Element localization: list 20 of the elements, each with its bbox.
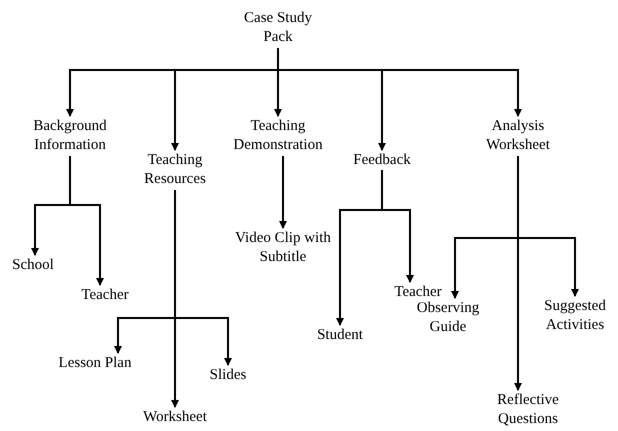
arrow	[277, 48, 522, 117]
node-label: Analysis Worksheet	[473, 116, 563, 156]
node-label: Teaching Resources	[125, 150, 225, 190]
node-label: Teaching Demonstration	[223, 116, 333, 156]
node-label: Slides	[203, 365, 253, 385]
node-label: Video Clip with Subtitle	[233, 228, 333, 268]
node-label: School	[3, 255, 63, 275]
node-label: Lesson Plan	[50, 353, 140, 373]
arrow	[171, 190, 179, 408]
node-label: Suggested Activities	[535, 296, 615, 336]
arrow	[514, 156, 522, 391]
node-label: Case Study Pack	[233, 8, 323, 48]
node-label: Background Information	[15, 116, 125, 156]
node-label: Reflective Questions	[483, 390, 573, 430]
node-label: Feedback	[342, 150, 422, 170]
arrow	[279, 156, 287, 229]
node-label: Student	[308, 325, 372, 345]
node-label: Worksheet	[135, 407, 215, 427]
arrow	[69, 156, 104, 286]
node-label: Teacher	[73, 285, 137, 305]
